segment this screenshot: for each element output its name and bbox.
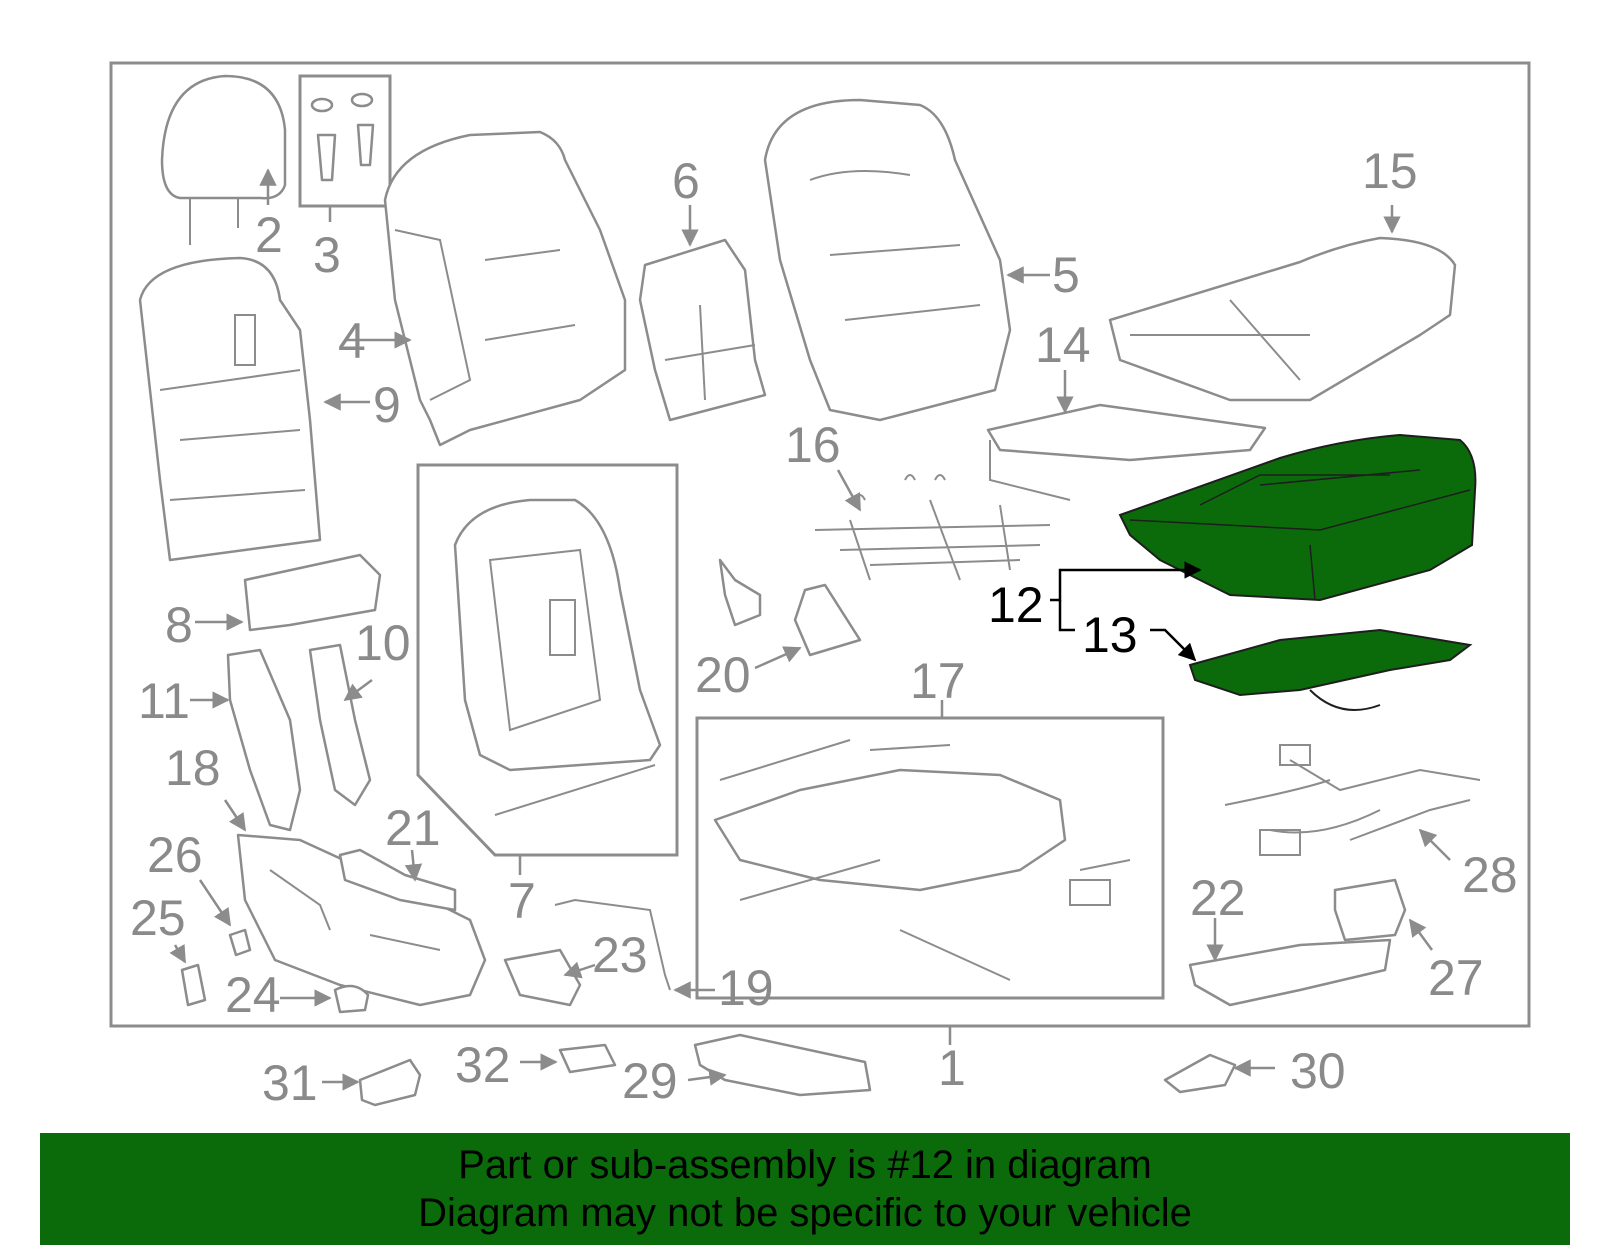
- callout-5: 5: [1052, 247, 1080, 303]
- callout-15: 15: [1362, 143, 1418, 199]
- banner-line-disclaimer: Diagram may not be specific to your vehi…: [418, 1191, 1192, 1235]
- part-seatback-panel: [138, 256, 370, 562]
- callout-9: 9: [373, 377, 401, 433]
- callout-28: 28: [1462, 847, 1518, 903]
- banner-line-part: Part or sub-assembly is #12 in diagram: [458, 1143, 1152, 1187]
- part-lumbar-support: [195, 553, 382, 632]
- part-track-cover: [1188, 918, 1392, 1007]
- part-seatback-frame-box: [416, 463, 679, 875]
- part-cushion-pan: [1188, 628, 1473, 711]
- part-headrest: [160, 74, 287, 245]
- callout-23: 23: [592, 927, 648, 983]
- callout-6: 6: [672, 153, 700, 209]
- callout-1: 1: [938, 1040, 966, 1096]
- callout-26: 26: [147, 827, 203, 883]
- callout-32: 32: [455, 1037, 511, 1093]
- part-cushion-cover: [1108, 205, 1457, 402]
- part-recliner-cover: [718, 558, 862, 670]
- callout-3: 3: [313, 227, 341, 283]
- part-knobs: [169, 879, 370, 1014]
- part-seat-adjuster-box: [695, 700, 1165, 1000]
- part-seatback-cover: [763, 98, 1050, 422]
- callout-11: 11: [138, 673, 190, 729]
- callout-13: 13: [1082, 607, 1138, 663]
- callout-14: 14: [1035, 317, 1091, 373]
- callout-25: 25: [130, 890, 186, 946]
- part-bottom-row: [322, 1033, 1275, 1107]
- info-banner: Part or sub-assembly is #12 in diagram D…: [40, 1133, 1570, 1245]
- part-seat-trim-panel: [338, 848, 457, 912]
- part-side-shield-trim: [190, 643, 373, 832]
- callout-12: 12: [988, 577, 1044, 633]
- callout-27: 27: [1428, 950, 1484, 1006]
- callout-7: 7: [508, 873, 536, 929]
- callout-17: 17: [910, 653, 966, 709]
- diagram-frame: [109, 61, 1531, 1028]
- callout-16: 16: [785, 417, 841, 473]
- part-wiring-harness: [1224, 744, 1481, 861]
- callout-22: 22: [1190, 870, 1246, 926]
- callout-4: 4: [338, 313, 366, 369]
- callout-18: 18: [165, 740, 221, 796]
- callout-21: 21: [385, 800, 441, 856]
- callout-24: 24: [225, 967, 281, 1023]
- callout-labels: 2 3 4 9 6 5 15 14 16 12 13 8 10 11 18 20…: [130, 143, 1518, 1111]
- part-cushion-pad-highlighted: [1118, 433, 1477, 602]
- callout-31: 31: [262, 1055, 318, 1111]
- callout-10: 10: [355, 615, 411, 671]
- callout-12-leader: [1050, 561, 1202, 662]
- part-seatback-frame: [345, 130, 627, 447]
- part-recliner-and-cable: [503, 898, 715, 1007]
- part-back-pad: [638, 205, 767, 422]
- callout-19: 19: [718, 960, 774, 1016]
- part-headrest-guides: [298, 74, 392, 222]
- callout-20: 20: [695, 647, 751, 703]
- part-cushion-spring: [814, 469, 1051, 581]
- callout-2: 2: [255, 207, 283, 263]
- part-control-module: [1333, 878, 1434, 951]
- part-cushion-heater: [986, 370, 1267, 501]
- callout-29: 29: [622, 1053, 678, 1109]
- callout-8: 8: [165, 597, 193, 653]
- callout-30: 30: [1290, 1043, 1346, 1099]
